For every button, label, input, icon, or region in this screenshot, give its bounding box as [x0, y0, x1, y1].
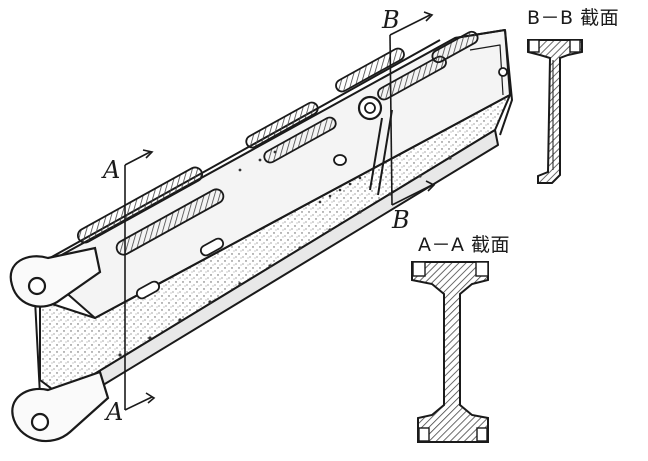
web-holes [135, 67, 508, 300]
section-bb-title: B－B 截面 [527, 7, 620, 29]
cut-label-a-bottom: A [106, 398, 124, 426]
top-slots [76, 30, 479, 256]
section-aa-title: A－A 截面 [418, 234, 511, 256]
beam-body [31, 29, 513, 411]
stiffener [369, 109, 393, 196]
cut-label-b-bottom: B [392, 206, 410, 234]
cut-line-aa [124, 149, 156, 411]
section-aa-shape [411, 261, 489, 443]
end-lug-lower [11, 370, 110, 442]
end-lug-upper [9, 246, 102, 308]
cut-label-a-top: A [103, 156, 121, 184]
cut-label-b-top: B [382, 6, 400, 34]
cut-line-bb [389, 11, 436, 206]
section-bb-shape [527, 39, 583, 184]
rivet-rows [118, 150, 452, 357]
